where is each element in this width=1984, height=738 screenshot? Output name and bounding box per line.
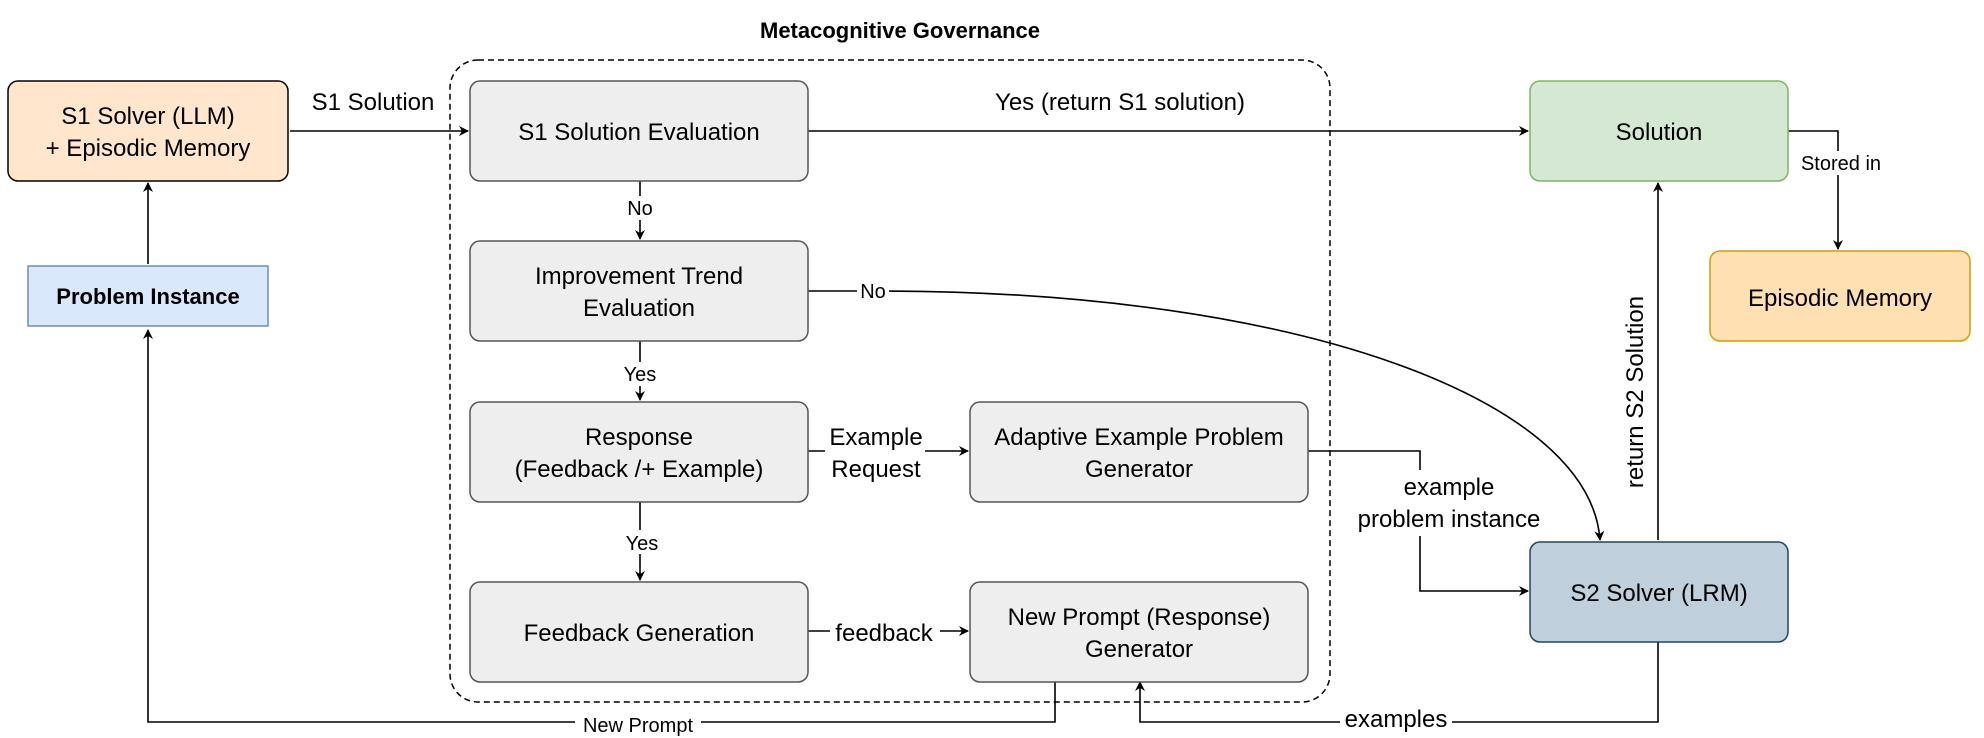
node-trend-eval: Improvement Trend Evaluation (469, 240, 809, 342)
node-problem-instance: Problem Instance (27, 265, 269, 327)
node-feedback-gen-label: Feedback Generation (524, 620, 755, 647)
edge-labels: S1 Solution Yes (return S1 solution) No … (312, 89, 1886, 737)
node-solution-label: Solution (1616, 119, 1703, 146)
edge-no-to-s2 (808, 290, 1605, 541)
node-response-line-2: (Feedback /+ Example) (515, 456, 764, 483)
governance-group-border (449, 59, 1331, 703)
label-example-request-line-1: Example (829, 424, 922, 451)
node-s2-solver: S2 Solver (LRM) (1529, 541, 1789, 643)
node-response-line-1: Response (585, 424, 693, 451)
label-stored-in: Stored in (1801, 153, 1881, 175)
node-s1-solver-line-2: + Episodic Memory (46, 135, 251, 162)
node-s2-solver-label: S2 Solver (LRM) (1570, 580, 1747, 607)
label-s1-solution: S1 Solution (312, 89, 435, 116)
label-return-s2: return S2 Solution (1622, 296, 1649, 488)
label-examples: examples (1345, 706, 1448, 733)
group-title: Metacognitive Governance (760, 18, 1040, 43)
label-example-problem-line-2: problem instance (1358, 506, 1541, 533)
node-s1-solver: S1 Solver (LLM) + Episodic Memory (7, 80, 289, 182)
node-response: Response (Feedback /+ Example) (469, 401, 809, 503)
label-no-1: No (627, 198, 653, 220)
node-prompt-gen-line-1: New Prompt (Response) (1008, 604, 1271, 631)
node-s1-eval-label: S1 Solution Evaluation (518, 119, 760, 146)
node-prompt-gen: New Prompt (Response) Generator (969, 581, 1309, 683)
node-adaptive-gen: Adaptive Example Problem Generator (969, 401, 1309, 503)
node-episodic-memory: Episodic Memory (1709, 250, 1971, 342)
node-trend-eval-line-1: Improvement Trend (535, 263, 743, 290)
node-s1-eval: S1 Solution Evaluation (469, 80, 809, 182)
label-no-2: No (860, 281, 886, 303)
label-yes-return: Yes (return S1 solution) (995, 89, 1245, 116)
label-feedback: feedback (835, 620, 933, 647)
label-new-prompt: New Prompt (583, 715, 693, 737)
node-trend-eval-line-2: Evaluation (583, 295, 695, 322)
edge-stored-in (1788, 130, 1843, 250)
node-episodic-memory-label: Episodic Memory (1748, 285, 1932, 312)
label-yes-2: Yes (626, 533, 659, 555)
node-adaptive-gen-line-2: Generator (1085, 456, 1193, 483)
node-problem-instance-label: Problem Instance (56, 284, 239, 309)
node-prompt-gen-line-2: Generator (1085, 636, 1193, 663)
label-yes-1: Yes (624, 364, 657, 386)
node-s1-solver-line-1: S1 Solver (LLM) (61, 103, 234, 130)
node-adaptive-gen-line-1: Adaptive Example Problem (994, 424, 1283, 451)
label-example-request-line-2: Request (831, 456, 921, 483)
node-solution: Solution (1529, 80, 1789, 182)
label-example-problem-line-1: example (1404, 474, 1495, 501)
node-feedback-gen: Feedback Generation (469, 581, 809, 683)
